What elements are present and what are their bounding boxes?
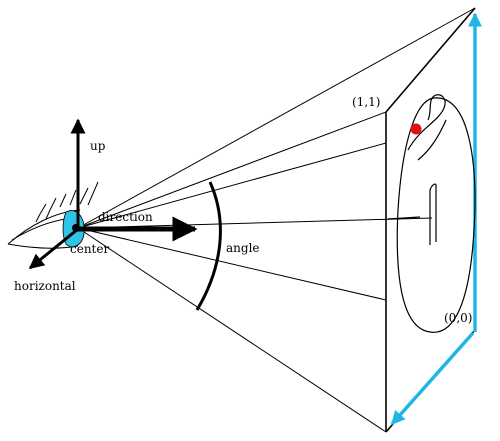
angle-label: angle <box>226 241 260 255</box>
horizontal-label: horizontal <box>14 279 76 293</box>
frustum-lines <box>77 7 476 433</box>
frustum-line-top-far <box>77 7 476 229</box>
corner-label-top: (1,1) <box>352 95 380 109</box>
direction-label: direction <box>98 210 153 224</box>
horizontal-arrow <box>28 227 79 270</box>
frustum-line-bottom <box>77 227 387 433</box>
frustum-line-lower-inner <box>77 227 387 301</box>
plane-x-axis-arrow <box>390 331 475 426</box>
up-label: up <box>90 139 106 153</box>
frustum-line-center <box>77 217 433 229</box>
eye-sketch <box>7 181 99 249</box>
frustum-line-upper-inner <box>77 142 387 229</box>
projected-image-sketch <box>387 94 476 333</box>
red-marker <box>410 123 422 135</box>
frustum-line-top-near <box>77 111 387 229</box>
angle-arc <box>195 181 222 311</box>
center-label: center <box>70 242 109 256</box>
corner-label-bottom: (0,0) <box>444 311 472 325</box>
